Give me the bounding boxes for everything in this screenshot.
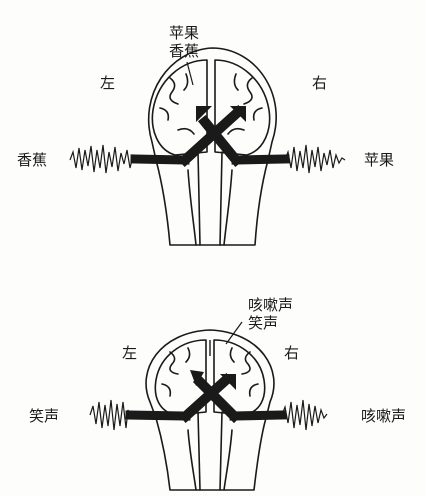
top-cross-right-to-left [197,114,244,168]
bottom-right-sound-wave [281,399,328,431]
top-left-sound-wave [69,144,136,174]
top-right-gyri [227,73,263,135]
bottom-label-pointer [225,321,243,345]
bottom-right-ear-sound-label: 咳嗽声 [361,407,407,425]
bottom-right-gyri [229,347,259,397]
top-left-ear-sound-label: 香蕉 [17,151,48,169]
bottom-left-sound-wave [89,399,131,431]
top-left-hemisphere [151,59,208,156]
bottom-head-diagram [145,329,275,491]
bottom-head-outline [145,329,275,491]
bottom-inside-label-line1: 咳嗽声 [248,296,294,314]
top-crossed-pathway [130,104,290,168]
bottom-inside-label-line2: 笑声 [248,314,279,332]
top-left-gyri [159,73,195,135]
bottom-brainstem [187,411,233,491]
top-inside-label-line1: 苹果 [169,24,200,42]
top-right-sound-wave [284,144,346,174]
bottom-right-side-label: 右 [284,344,300,362]
top-head-outline [147,47,277,246]
top-right-side-label: 右 [312,74,328,92]
bottom-cross-left-to-right [178,372,234,424]
bottom-right-ear-bar [229,410,287,421]
top-label-pointer [186,61,194,86]
bottom-left-side-label: 左 [122,344,138,362]
top-right-ear-bar [231,154,290,165]
bottom-cross-right-to-left [192,374,242,424]
top-arrowhead-left [196,106,212,122]
bottom-crossed-pathway [125,372,287,424]
top-arrowhead-right [230,106,246,122]
bottom-arrowhead-left [190,370,204,386]
top-right-ear-sound-label: 苹果 [364,151,395,169]
top-inside-label-line2: 香蕉 [169,42,200,60]
bottom-left-ear-bar [125,410,191,421]
bottom-left-ear-sound-label: 笑声 [29,407,60,425]
bottom-left-gyri [161,347,191,397]
top-left-side-label: 左 [100,74,116,92]
bottom-arrowhead-right [220,374,236,390]
top-right-hemisphere [214,59,271,156]
top-head-diagram [147,47,277,246]
top-brainstem [187,151,233,246]
top-left-ear-bar [130,154,190,165]
